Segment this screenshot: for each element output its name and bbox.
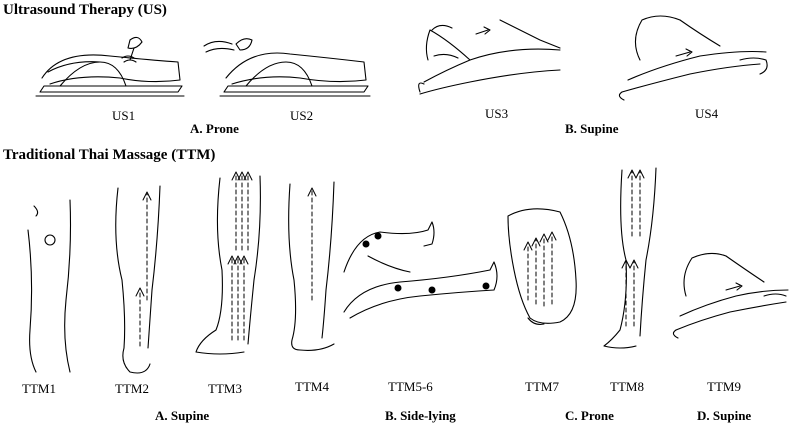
group-ttm-side-lying: B. Side-lying	[385, 408, 456, 423]
ttm9-illustration	[672, 252, 789, 339]
label-ttm5-6: TTM5-6	[388, 379, 433, 394]
group-ttm-supine-a: A. Supine	[155, 408, 210, 423]
ttm2-illustration	[115, 185, 161, 374]
us4-illustration	[618, 15, 768, 101]
label-ttm8: TTM8	[610, 379, 644, 394]
label-us1: US1	[112, 108, 136, 123]
label-us3: US3	[485, 106, 509, 121]
ttm7-illustration	[507, 208, 577, 325]
group-ttm-supine-d: D. Supine	[697, 408, 752, 423]
label-ttm4: TTM4	[295, 379, 329, 394]
ttm8-illustration	[603, 167, 657, 349]
ttm5-6-illustration	[343, 221, 498, 319]
label-us4: US4	[695, 106, 719, 121]
group-us-prone: A. Prone	[190, 121, 239, 136]
label-ttm7: TTM7	[525, 379, 559, 394]
ttm4-illustration	[288, 181, 335, 351]
us3-illustration	[418, 19, 561, 95]
label-ttm1: TTM1	[22, 381, 56, 396]
us-section-title: Ultrasound Therapy (US)	[3, 2, 167, 18]
label-ttm3: TTM3	[208, 381, 242, 396]
ttm3-illustration	[195, 171, 261, 355]
label-us2: US2	[290, 108, 314, 123]
group-ttm-prone: C. Prone	[565, 408, 614, 423]
label-ttm9: TTM9	[707, 379, 741, 394]
group-us-supine: B. Supine	[565, 121, 619, 136]
ttm1-illustration	[27, 199, 72, 373]
ttm-section-title: Traditional Thai Massage (TTM)	[3, 147, 216, 163]
label-ttm2: TTM2	[115, 381, 149, 396]
us2-illustration	[203, 38, 371, 97]
us1-illustration	[35, 36, 185, 97]
